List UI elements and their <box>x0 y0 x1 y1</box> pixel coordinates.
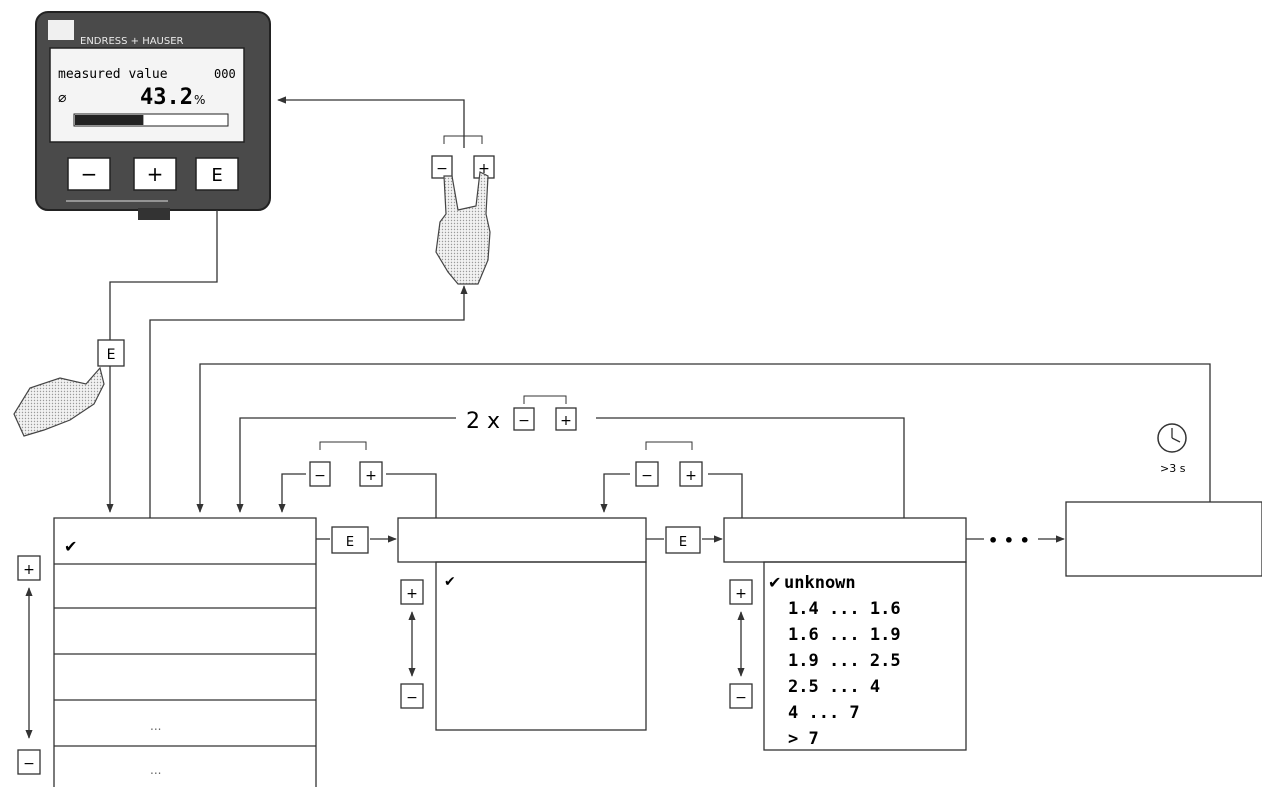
list3-option: 1.9 ... 2.5 <box>788 651 901 671</box>
list3-option: 4 ... 7 <box>788 703 860 723</box>
list3-minus-key[interactable]: − <box>729 683 753 709</box>
list1-minus-key[interactable]: − <box>17 749 41 775</box>
menu-ellipsis: • • • <box>988 531 1030 550</box>
escape-keys-list3: − + <box>635 441 703 487</box>
line-list3-to-list2 <box>708 473 743 518</box>
two-times-label: 2 x <box>466 409 500 434</box>
two-times-escape: 2 x − + <box>466 395 577 434</box>
line-2x-loop-a <box>596 417 905 518</box>
list3-checkmark-icon: ✔ <box>768 573 781 592</box>
svg-text:+: + <box>23 562 35 578</box>
enter-key-list2-list3[interactable]: E <box>665 526 701 554</box>
list3-option: 1.6 ... 1.9 <box>788 625 901 645</box>
svg-text:−: − <box>436 161 448 177</box>
enter-e-key[interactable]: E <box>97 339 125 367</box>
device-brand: ENDRESS + HAUSER <box>80 36 184 47</box>
display-sensor-icon: ⌀ <box>58 90 67 106</box>
escape-keys-top: − + <box>431 135 495 285</box>
list3-options: unknown 1.4 ... 1.6 1.6 ... 1.9 1.9 ... … <box>784 573 901 749</box>
line-list1-to-escape <box>149 285 468 518</box>
list3-option: 2.5 ... 4 <box>788 677 880 697</box>
timeout-group: >3 s <box>1157 423 1187 475</box>
list2-escape-minus-key[interactable]: − <box>309 461 331 487</box>
device-front: ENDRESS + HAUSER measured value 000 ⌀ 43… <box>35 11 271 220</box>
svg-text:−: − <box>23 756 35 772</box>
svg-text:E: E <box>346 535 354 550</box>
device-key-e[interactable]: E <box>195 157 239 191</box>
display-label: measured value <box>58 67 168 82</box>
display-bargraph-fill <box>75 115 144 125</box>
list3-escape-plus-key[interactable]: + <box>679 461 703 487</box>
svg-text:−: − <box>641 468 653 484</box>
svg-text:E: E <box>679 535 687 550</box>
list1-checkmark-icon: ✔ <box>64 537 77 556</box>
two-times-plus-key[interactable]: + <box>555 407 577 431</box>
list3-option: > 7 <box>788 729 819 749</box>
list3-option: 1.4 ... 1.6 <box>788 599 901 619</box>
escape-keys-list2: − + <box>309 441 383 487</box>
timeout-label: >3 s <box>1160 462 1186 475</box>
line-escape-to-display <box>277 96 465 148</box>
list2-escape-plus-key[interactable]: + <box>359 461 383 487</box>
enter-key-group: E <box>13 339 125 437</box>
list2-minus-key[interactable]: − <box>400 683 424 709</box>
line-list2-to-list1 <box>386 473 437 518</box>
hand-pointer-icon <box>435 171 491 285</box>
device-key-minus[interactable]: − <box>67 157 111 191</box>
display-code: 000 <box>214 67 236 81</box>
list1-more-2: ... <box>150 763 161 777</box>
menu-list-1 <box>53 517 317 787</box>
device-logo-square <box>48 20 74 40</box>
hand-pointer-icon <box>13 366 105 437</box>
display-unit: % <box>194 93 205 107</box>
svg-text:E: E <box>211 165 222 186</box>
flow-lines <box>25 96 1211 739</box>
svg-text:+: + <box>365 468 377 484</box>
device-connector <box>138 208 170 220</box>
line-list3-to-list2-b <box>600 473 630 513</box>
svg-text:+: + <box>735 586 747 602</box>
svg-text:+: + <box>560 413 572 429</box>
menu-list-3 <box>723 517 967 751</box>
svg-text:+: + <box>478 161 490 177</box>
list2-plus-key[interactable]: + <box>400 579 424 605</box>
menu-next-box <box>1065 501 1262 577</box>
line-e-to-list1 <box>106 210 218 513</box>
device-key-plus[interactable]: + <box>133 157 177 191</box>
enter-key-list1-list2[interactable]: E <box>331 526 369 554</box>
list1-plus-key[interactable]: + <box>17 555 41 581</box>
two-times-minus-key[interactable]: − <box>513 407 535 431</box>
clock-icon <box>1157 423 1187 453</box>
svg-text:−: − <box>735 690 747 706</box>
escape-minus-key[interactable]: − <box>431 155 453 179</box>
svg-text:−: − <box>406 690 418 706</box>
svg-text:+: + <box>147 162 164 186</box>
list1-more-1: ... <box>150 719 161 733</box>
list3-plus-key[interactable]: + <box>729 579 753 605</box>
svg-text:+: + <box>406 586 418 602</box>
svg-text:−: − <box>314 468 326 484</box>
menu-list-2 <box>397 517 647 731</box>
line-timeout-loop <box>196 363 1211 513</box>
svg-text:E: E <box>107 347 116 363</box>
line-2x-loop-b <box>236 417 456 513</box>
svg-text:−: − <box>518 413 530 429</box>
list3-escape-minus-key[interactable]: − <box>635 461 659 487</box>
display-value: 43.2 <box>140 85 193 110</box>
list2-checkmark-icon: ✔ <box>444 574 456 590</box>
svg-text:+: + <box>685 468 697 484</box>
list3-option: unknown <box>784 573 856 593</box>
svg-text:−: − <box>81 162 98 186</box>
line-list2-to-list1-b <box>278 473 306 513</box>
